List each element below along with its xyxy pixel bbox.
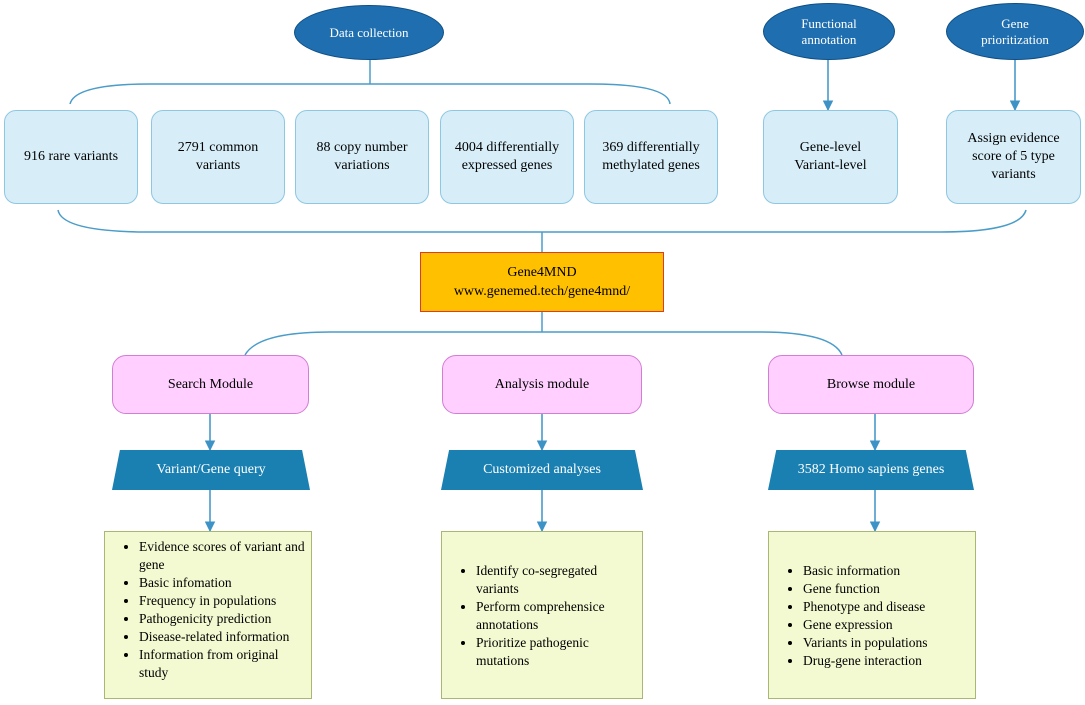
gene4mnd-core-box: Gene4MND www.genemed.tech/gene4mnd/ bbox=[420, 252, 664, 312]
evidence-score-label: Assign evidence score of 5 type variants bbox=[967, 131, 1060, 182]
module-title: Search Module bbox=[167, 376, 254, 392]
list-item: Disease-related information bbox=[139, 628, 305, 646]
banner-label: Variant/Gene query bbox=[156, 462, 266, 477]
data-item-methylated-genes: 369 differentially methylated genes bbox=[584, 110, 718, 204]
core-url: www.genemed.tech/gene4mnd/ bbox=[453, 284, 631, 299]
list-item: Perform comprehensice annotations bbox=[476, 598, 636, 634]
browse-module-box: Browse module bbox=[768, 355, 974, 414]
data-item-common-variants: 2791 common variants bbox=[151, 110, 285, 204]
search-module-feature-list: Evidence scores of variant and gene Basi… bbox=[104, 531, 312, 699]
data-collection-brace bbox=[69, 83, 671, 105]
annotation-levels-box: Gene-level Variant-level bbox=[763, 110, 898, 204]
list-item: Basic information bbox=[803, 562, 969, 580]
list-item: Identify co-segregated variants bbox=[476, 562, 636, 598]
list-item: Frequency in populations bbox=[139, 592, 305, 610]
list-item: Prioritize pathogenic mutations bbox=[476, 634, 636, 670]
data-item-label: 2791 common variants bbox=[177, 140, 259, 173]
module-title: Analysis module bbox=[494, 376, 590, 392]
gene-level-label: Gene-level bbox=[799, 140, 862, 155]
data-collection-ellipse: Data collection bbox=[294, 5, 444, 60]
list-item: Evidence scores of variant and gene bbox=[139, 538, 305, 574]
module-title: Browse module bbox=[826, 376, 916, 392]
data-item-label: 369 differentially methylated genes bbox=[602, 140, 700, 173]
customized-analyses-banner: Customized analyses bbox=[441, 450, 643, 490]
data-item-label: 916 rare variants bbox=[23, 149, 119, 164]
search-module-box: Search Module bbox=[112, 355, 309, 414]
list-item: Drug-gene interaction bbox=[803, 652, 969, 670]
homo-sapiens-genes-banner: 3582 Homo sapiens genes bbox=[768, 450, 974, 490]
list-item: Basic infomation bbox=[139, 574, 305, 592]
data-item-label: 88 copy number variations bbox=[316, 140, 408, 173]
banner-label: 3582 Homo sapiens genes bbox=[797, 462, 945, 477]
core-name: Gene4MND bbox=[507, 265, 577, 280]
data-collection-label: Data collection bbox=[329, 24, 409, 40]
variant-level-label: Variant-level bbox=[794, 158, 867, 173]
list-item: Information from original study bbox=[139, 646, 305, 682]
browse-module-feature-list: Basic information Gene function Phenotyp… bbox=[768, 531, 976, 699]
data-item-copy-number: 88 copy number variations bbox=[295, 110, 429, 204]
list-item: Variants in populations bbox=[803, 634, 969, 652]
gene-prioritization-ellipse: Gene prioritization bbox=[946, 3, 1084, 60]
gene-prioritization-label: Gene prioritization bbox=[981, 15, 1049, 47]
banner-label: Customized analyses bbox=[483, 462, 601, 477]
data-item-rare-variants: 916 rare variants bbox=[4, 110, 138, 204]
data-item-label: 4004 differentially expressed genes bbox=[454, 140, 560, 173]
variant-gene-query-banner: Variant/Gene query bbox=[112, 450, 310, 490]
list-item: Gene function bbox=[803, 580, 969, 598]
list-item: Pathogenicity prediction bbox=[139, 610, 305, 628]
list-item: Phenotype and disease bbox=[803, 598, 969, 616]
evidence-score-box: Assign evidence score of 5 type variants bbox=[946, 110, 1081, 204]
data-item-expressed-genes: 4004 differentially expressed genes bbox=[440, 110, 574, 204]
analysis-module-box: Analysis module bbox=[442, 355, 642, 414]
functional-annotation-label: Functional annotation bbox=[801, 15, 857, 47]
analysis-module-feature-list: Identify co-segregated variants Perform … bbox=[441, 531, 643, 699]
modules-brace bbox=[244, 331, 843, 356]
list-item: Gene expression bbox=[803, 616, 969, 634]
functional-annotation-ellipse: Functional annotation bbox=[763, 3, 895, 60]
bottom-brace bbox=[57, 209, 1027, 233]
